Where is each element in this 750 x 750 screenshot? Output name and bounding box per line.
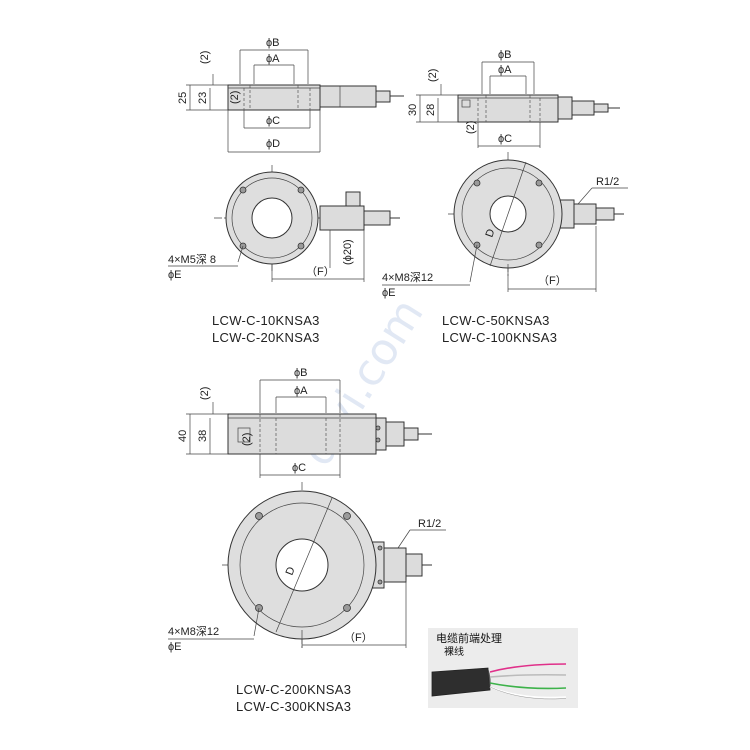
mid-phiB-label: ϕB xyxy=(498,49,512,61)
mid-phiE-label: ϕE xyxy=(382,287,396,299)
mid-phiA-label: ϕA xyxy=(498,64,512,76)
wire-red xyxy=(489,663,567,673)
big-phiB-label: ϕB xyxy=(294,367,308,379)
big-bolt-callout: 4×M8深12 xyxy=(168,625,219,638)
small-bolt-hole xyxy=(297,186,305,194)
cable-end-legend: 电缆前端处理 裸线 xyxy=(428,628,578,708)
small-height-total-label: 25 xyxy=(177,92,189,104)
big-model-name-1: LCW-C-200KNSA3 xyxy=(236,682,351,697)
small-phi20-label: (ϕ20) xyxy=(342,239,354,265)
small-phiD-label: ϕD xyxy=(266,138,280,150)
legend-subtitle: 裸线 xyxy=(444,645,464,658)
big-phiC-label: ϕC xyxy=(292,462,306,474)
big-model-drawing: ϕB ϕA (2) 40 38 (2) ϕC xyxy=(168,367,446,714)
big-inner-2-label: (2) xyxy=(241,433,253,446)
big-phiA-label: ϕA xyxy=(294,385,308,397)
small-phiE-label: ϕE xyxy=(168,269,182,281)
small-top-2-label: (2) xyxy=(199,51,211,64)
small-phiC-label: ϕC xyxy=(266,115,280,127)
mid-D-label: D xyxy=(484,227,498,239)
mid-F-label: （F） xyxy=(538,274,567,287)
big-phiE-label: ϕE xyxy=(168,641,182,653)
wire-white xyxy=(489,686,567,699)
big-bolt-hole xyxy=(343,512,351,520)
small-bolt-hole xyxy=(239,186,247,194)
big-height-total-label: 40 xyxy=(177,430,189,442)
mid-model-drawing: ϕB ϕA (2) 30 28 (2) ϕC xyxy=(382,49,628,345)
small-top-view: (ϕ20) （F） 4×M5深 8 ϕE xyxy=(168,165,400,282)
small-height-body-label: 23 xyxy=(197,92,209,104)
mid-side-view: ϕB ϕA (2) 30 28 (2) ϕC xyxy=(407,49,620,148)
big-top-view: D R1/2 （F） 4×M8深12 ϕE xyxy=(168,482,446,653)
mid-bolt-hole xyxy=(535,179,543,187)
small-F-label: （F） xyxy=(306,265,335,278)
mid-model-name-2: LCW-C-100KNSA3 xyxy=(442,330,557,345)
mid-r12-label: R1/2 xyxy=(596,176,619,188)
big-r12-label: R1/2 xyxy=(418,518,441,530)
big-F-label: （F） xyxy=(344,631,373,644)
wire-gray xyxy=(489,673,567,678)
mid-bolt-hole xyxy=(535,241,543,249)
small-phiA-label: ϕA xyxy=(266,53,280,65)
small-bolt-hole xyxy=(297,242,305,250)
small-inner-2-label: (2) xyxy=(229,91,241,104)
small-model-drawing: ϕB ϕA (2) 25 23 (2) ϕC ϕD xyxy=(168,37,404,345)
small-bolt-callout: 4×M5深 8 xyxy=(168,253,216,266)
mid-model-name-1: LCW-C-50KNSA3 xyxy=(442,313,550,328)
small-phiB-label: ϕB xyxy=(266,37,280,49)
mid-top-2-label: (2) xyxy=(427,69,439,82)
mid-top-view: D R1/2 （F） 4×M8深12 ϕE xyxy=(382,152,628,299)
big-bolt-hole xyxy=(343,604,351,612)
mid-height-total-label: 30 xyxy=(407,104,419,116)
mid-bolt-hole xyxy=(473,179,481,187)
small-side-view: ϕB ϕA (2) 25 23 (2) ϕC ϕD xyxy=(177,37,404,153)
big-D-label: D xyxy=(284,565,298,577)
small-model-name-1: LCW-C-10KNSA3 xyxy=(212,313,320,328)
mid-phiC-label: ϕC xyxy=(498,133,512,145)
big-model-name-2: LCW-C-300KNSA3 xyxy=(236,699,351,714)
legend-title: 电缆前端处理 xyxy=(436,631,502,645)
big-height-body-label: 38 xyxy=(197,430,209,442)
mid-bolt-callout: 4×M8深12 xyxy=(382,271,433,284)
big-side-view: ϕB ϕA (2) 40 38 (2) ϕC xyxy=(177,367,432,478)
mid-height-body-label: 28 xyxy=(425,104,437,116)
small-model-name-2: LCW-C-20KNSA3 xyxy=(212,330,320,345)
big-bolt-hole xyxy=(255,512,263,520)
wire-green xyxy=(489,682,567,690)
big-top-2-label: (2) xyxy=(199,387,211,400)
mid-inner-2-label: (2) xyxy=(465,121,477,134)
